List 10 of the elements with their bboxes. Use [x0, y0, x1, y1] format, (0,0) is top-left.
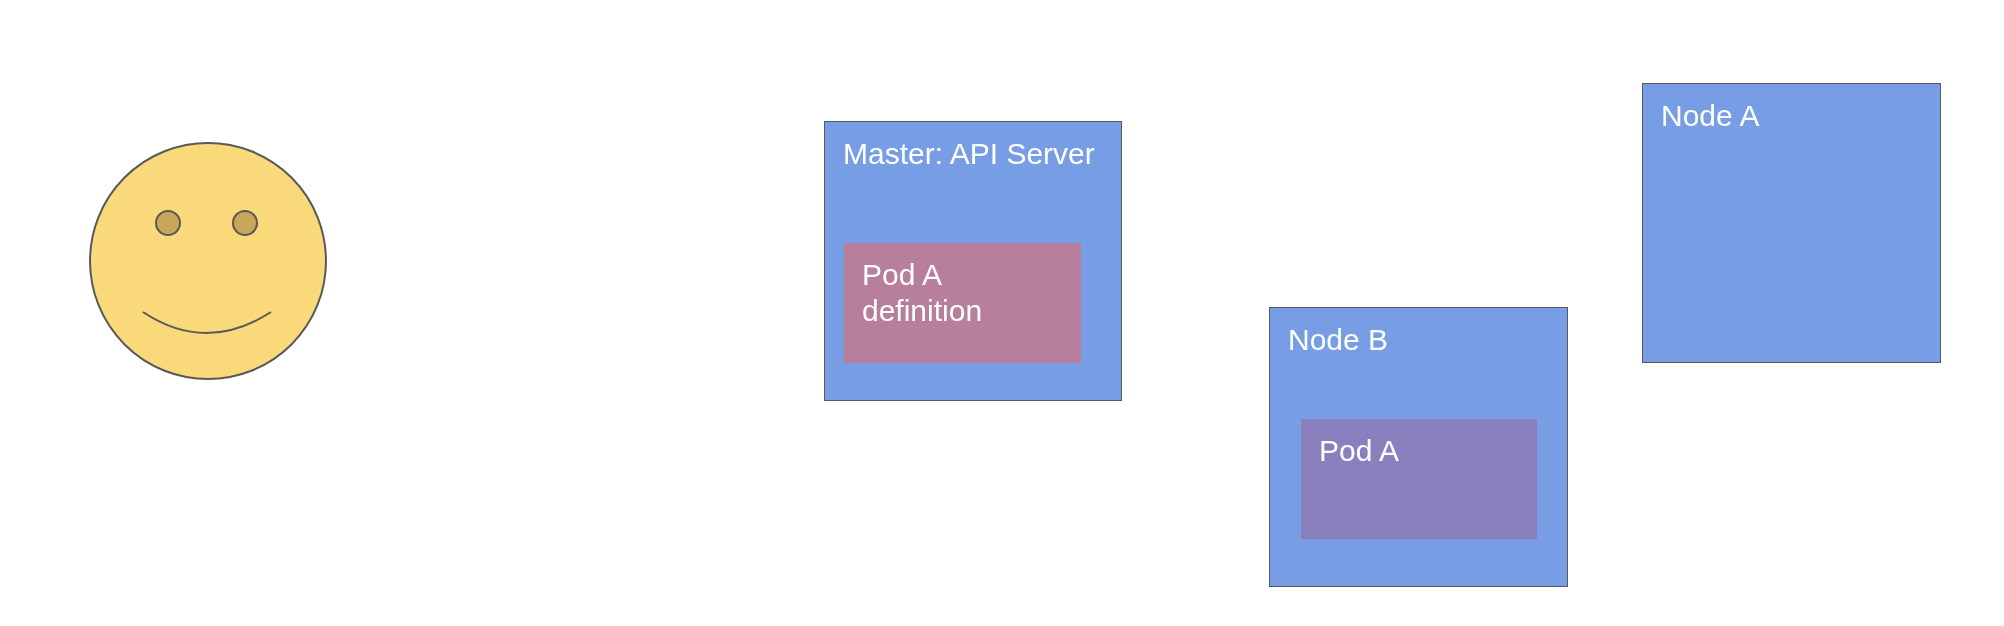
node-label: Pod A — [1319, 433, 1401, 469]
node-label: Master: API Server — [843, 136, 1096, 172]
pod-box — [1301, 419, 1537, 539]
node-label: Node B — [1288, 322, 1390, 358]
node-box — [1642, 83, 1941, 363]
node-label: Pod A definition — [862, 257, 984, 329]
pod-definition-box — [844, 243, 1081, 363]
node-label: Node A — [1661, 98, 1761, 134]
server-box — [824, 121, 1122, 401]
node-box — [1269, 307, 1568, 587]
